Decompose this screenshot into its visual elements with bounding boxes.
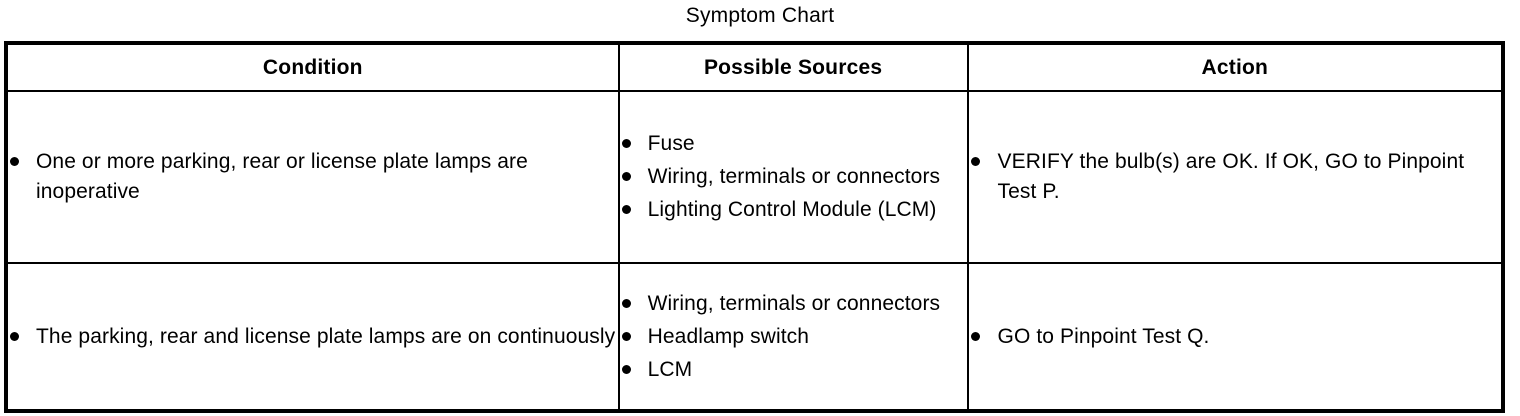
list-item-label: GO to Pinpoint Test Q. (997, 324, 1210, 348)
list-item: VERIFY the bulb(s) are OK. If OK, GO to … (969, 147, 1501, 207)
bullet-dot-icon (970, 157, 980, 166)
table-row: The parking, rear and license plate lamp… (5, 262, 1505, 412)
bullet-dot-icon (621, 172, 631, 181)
list-item-label: VERIFY the bulb(s) are OK. If OK, GO to … (997, 150, 1465, 203)
condition-list: The parking, rear and license plate lamp… (8, 322, 618, 352)
cell-condition: One or more parking, rear or license pla… (5, 90, 620, 264)
list-item: Headlamp switch (620, 321, 967, 353)
list-item-label: One or more parking, rear or license pla… (36, 150, 528, 203)
list-item: Wiring, terminals or connectors (620, 161, 967, 193)
list-item: One or more parking, rear or license pla… (8, 147, 618, 207)
possible-sources-list: Fuse Wiring, terminals or connectors Lig… (620, 128, 967, 226)
list-item-label: Wiring, terminals or connectors (647, 165, 941, 188)
cell-possible-sources: Wiring, terminals or connectors Headlamp… (617, 262, 969, 412)
bullet-dot-icon (621, 298, 631, 308)
list-item-label: LCM (647, 357, 693, 381)
column-header-condition: Condition (5, 42, 620, 92)
list-item: GO to Pinpoint Test Q. (969, 322, 1501, 352)
bullet-dot-icon (621, 331, 631, 341)
possible-sources-list: Wiring, terminals or connectors Headlamp… (620, 288, 967, 386)
cell-possible-sources: Fuse Wiring, terminals or connectors Lig… (617, 90, 969, 264)
cell-action: VERIFY the bulb(s) are OK. If OK, GO to … (966, 90, 1505, 264)
page-title: Symptom Chart (685, 4, 835, 27)
list-item: Wiring, terminals or connectors (620, 288, 967, 320)
table-header-row: Condition Possible Sources Action (5, 42, 1505, 92)
list-item: The parking, rear and license plate lamp… (8, 322, 618, 352)
list-item-label: Wiring, terminals or connectors (647, 291, 941, 315)
column-header-possible-sources: Possible Sources (617, 42, 969, 92)
list-item: Fuse (620, 128, 967, 160)
list-item: Lighting Control Module (LCM) (620, 194, 967, 226)
bullet-dot-icon (10, 157, 19, 166)
action-list: VERIFY the bulb(s) are OK. If OK, GO to … (969, 147, 1501, 207)
bullet-dot-icon (621, 139, 631, 148)
cell-action: GO to Pinpoint Test Q. (966, 262, 1505, 412)
list-item-label: Headlamp switch (647, 324, 810, 348)
bullet-dot-icon (621, 205, 631, 214)
list-item: LCM (620, 354, 967, 386)
list-item-label: Fuse (647, 132, 695, 155)
list-item-label: Lighting Control Module (LCM) (647, 198, 937, 221)
bullet-dot-icon (621, 364, 631, 374)
bullet-dot-icon (10, 331, 19, 341)
condition-list: One or more parking, rear or license pla… (8, 147, 618, 207)
table-header: Condition Possible Sources Action (5, 42, 1505, 92)
bullet-dot-icon (970, 331, 980, 341)
symptom-chart-table: Condition Possible Sources Action One or… (4, 41, 1505, 413)
list-item-label: The parking, rear and license plate lamp… (36, 324, 616, 348)
table-row: One or more parking, rear or license pla… (5, 90, 1505, 264)
cell-condition: The parking, rear and license plate lamp… (5, 262, 620, 412)
table-body: One or more parking, rear or license pla… (5, 90, 1505, 412)
column-header-action: Action (966, 42, 1505, 92)
action-list: GO to Pinpoint Test Q. (969, 322, 1501, 352)
